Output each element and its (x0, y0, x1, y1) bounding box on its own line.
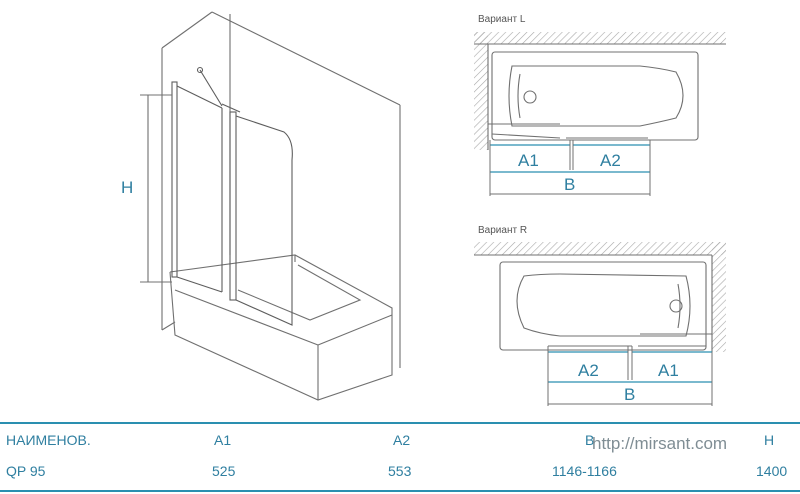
row-b: 1146-1166 (552, 463, 617, 479)
isometric-view (140, 11, 401, 401)
watermark-url: http://mirsant.com (592, 434, 728, 453)
row-a2: 553 (388, 463, 412, 479)
variant-l-title: Вариант L (478, 14, 526, 25)
spec-table: НАИМЕНОВ. A1 A2 B H QP 95 525 553 1146-1… (0, 418, 800, 494)
variant-r-b-label: B (624, 385, 635, 404)
variant-r-a2-label: A2 (578, 361, 599, 380)
wall-outline (161, 11, 401, 368)
shower-screen-3d (171, 66, 293, 326)
header-a2: A2 (393, 432, 411, 448)
height-dimension (140, 94, 172, 283)
header-a1: A1 (214, 432, 232, 448)
row-model: QP 95 (6, 463, 46, 479)
table-bottom-rule (0, 490, 800, 492)
bathtub-3d (169, 254, 393, 401)
row-h: 1400 (756, 463, 788, 479)
table-top-rule (0, 422, 800, 424)
variant-r-plan (474, 242, 726, 406)
variant-l-plan (474, 32, 726, 196)
variant-r-title: Вариант R (478, 225, 527, 236)
variant-l-a1-label: A1 (518, 151, 539, 170)
height-label: H (121, 178, 133, 197)
variant-l-a2-label: A2 (600, 151, 621, 170)
row-a1: 525 (212, 463, 236, 479)
header-h: H (764, 432, 775, 448)
variant-r-a1-label: A1 (658, 361, 679, 380)
header-b: B (585, 432, 595, 448)
header-name: НАИМЕНОВ. (6, 432, 91, 448)
variant-l-b-label: B (564, 175, 575, 194)
